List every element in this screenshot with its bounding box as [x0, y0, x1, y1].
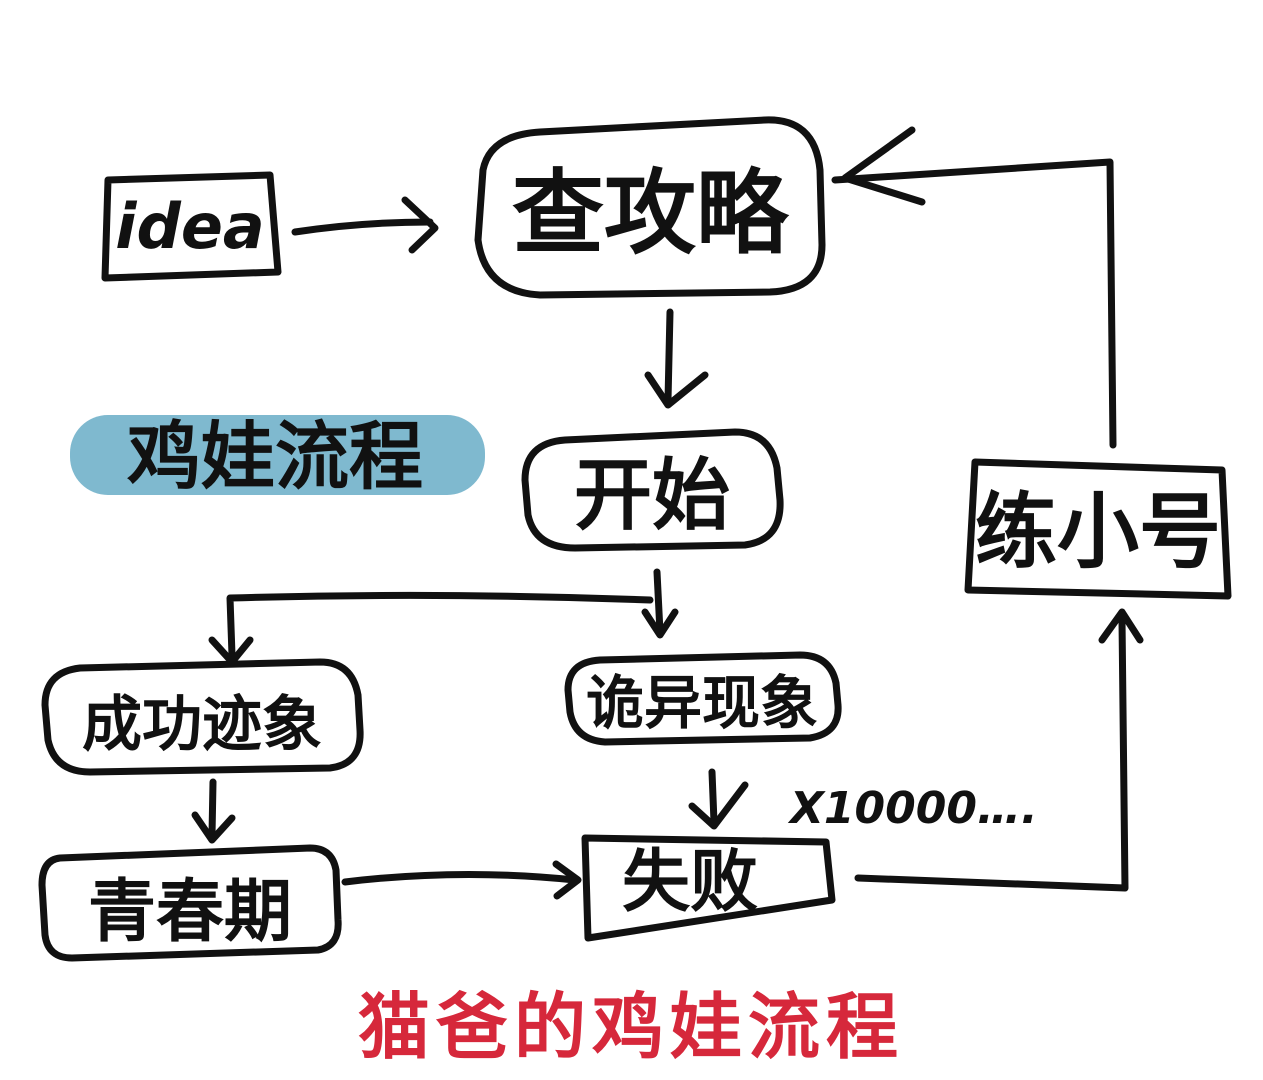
node-puberty: 青春期 — [38, 844, 342, 962]
node-success: 成功迹象 — [41, 658, 364, 776]
node-practice-box — [964, 458, 1232, 600]
node-start-label: 开始 — [574, 451, 730, 541]
arrow-fail-to-practice — [854, 608, 1144, 892]
arrow-puberty-to-fail — [341, 860, 582, 900]
caption: 猫爸的鸡娃流程 — [358, 985, 904, 1069]
arrow-success-to-puberty — [191, 778, 236, 844]
title-highlight-marker — [70, 415, 485, 495]
node-success-label: 成功迹象 — [82, 690, 322, 760]
title-highlight: 鸡娃流程 — [70, 414, 485, 500]
node-idea-label: idea — [115, 190, 265, 263]
node-research-box — [474, 116, 826, 299]
node-success-box — [41, 658, 364, 776]
node-fail-box — [581, 834, 836, 942]
node-idea-box — [101, 171, 282, 282]
arrow-weird-to-fail — [688, 768, 749, 830]
node-research: 查攻略 — [474, 116, 826, 299]
node-puberty-box — [38, 844, 342, 962]
arrow-idea-to-research — [291, 196, 439, 254]
node-idea: idea — [101, 171, 282, 282]
arrow-branch-to-success — [208, 591, 654, 666]
node-start-box — [521, 428, 784, 552]
arrow-research-to-start — [644, 308, 709, 409]
node-practice-label: 练小号 — [975, 485, 1221, 580]
arrow-start-to-weird — [641, 568, 679, 639]
node-weird: 诡异现象 — [564, 651, 842, 746]
node-start: 开始 — [521, 428, 784, 552]
node-weird-box — [564, 651, 842, 746]
node-research-label: 查攻略 — [512, 160, 790, 267]
node-weird-label: 诡异现象 — [586, 669, 818, 737]
repeat-note-text: X10000…. — [787, 783, 1038, 834]
node-puberty-label: 青春期 — [88, 873, 292, 952]
repeat-note: X10000…. — [787, 783, 1038, 834]
arrow-practice-to-research — [831, 126, 1117, 449]
title-highlight-text: 鸡娃流程 — [127, 414, 423, 500]
node-fail: 失败 — [581, 834, 836, 942]
node-practice: 练小号 — [964, 458, 1232, 600]
node-fail-label: 失败 — [622, 843, 758, 922]
